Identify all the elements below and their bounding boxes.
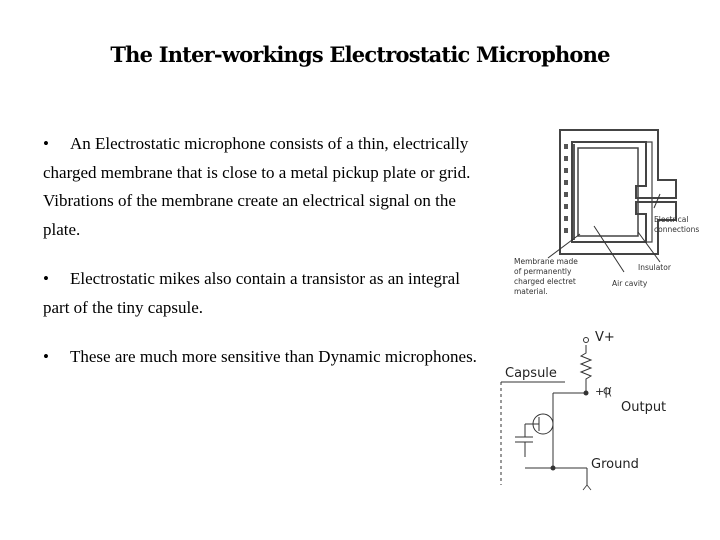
bullet-list: •An Electrostatic microphone consists of… — [43, 130, 483, 393]
grid-holes — [564, 144, 568, 233]
output-terminal — [603, 387, 611, 395]
label-connections-1: Electrical — [654, 215, 688, 224]
inner-casing — [577, 147, 639, 237]
bullet-item-2: •Electrostatic mikes also contain a tran… — [43, 265, 483, 322]
bullet-text: Electrostatic mikes also contain a trans… — [43, 269, 460, 317]
label-output: Output — [621, 400, 666, 415]
resistor — [579, 345, 593, 393]
circuit-schematic-diagram: V+ Capsule +|( Output Ground — [500, 330, 666, 491]
bullet-text: These are much more sensitive than Dynam… — [70, 347, 477, 366]
label-membrane-4: material. — [514, 287, 548, 296]
bullet-text: An Electrostatic microphone consists of … — [43, 134, 471, 239]
bullet-item-3: • These are much more sensitive than Dyna… — [43, 343, 483, 372]
bullet-marker: • — [43, 269, 49, 288]
vplus-terminal — [583, 337, 589, 343]
junction-dot-2 — [550, 465, 556, 471]
bullet-marker: • — [43, 134, 49, 153]
label-membrane-1: Membrane made — [514, 257, 578, 266]
capsule-cross-section-diagram: Electrical connections Insulator Air cav… — [514, 129, 699, 296]
label-air-cavity: Air cavity — [612, 279, 648, 288]
slide-title: The Inter-workings Electrostatic Microph… — [110, 42, 610, 67]
label-connections-2: connections — [654, 225, 699, 234]
outer-casing — [559, 129, 677, 255]
label-ground: Ground — [591, 457, 639, 472]
bullet-item-1: •An Electrostatic microphone consists of… — [43, 130, 483, 244]
label-membrane-2: of permanently — [514, 267, 572, 276]
label-insulator: Insulator — [638, 263, 672, 272]
label-capsule: Capsule — [505, 366, 557, 381]
junction-dot-1 — [583, 390, 589, 396]
label-membrane-3: charged electret — [514, 277, 576, 286]
label-vplus: V+ — [595, 330, 615, 345]
label-cap-mark: +|( — [595, 385, 612, 398]
insulator — [646, 141, 653, 243]
bullet-marker: • — [43, 347, 49, 366]
